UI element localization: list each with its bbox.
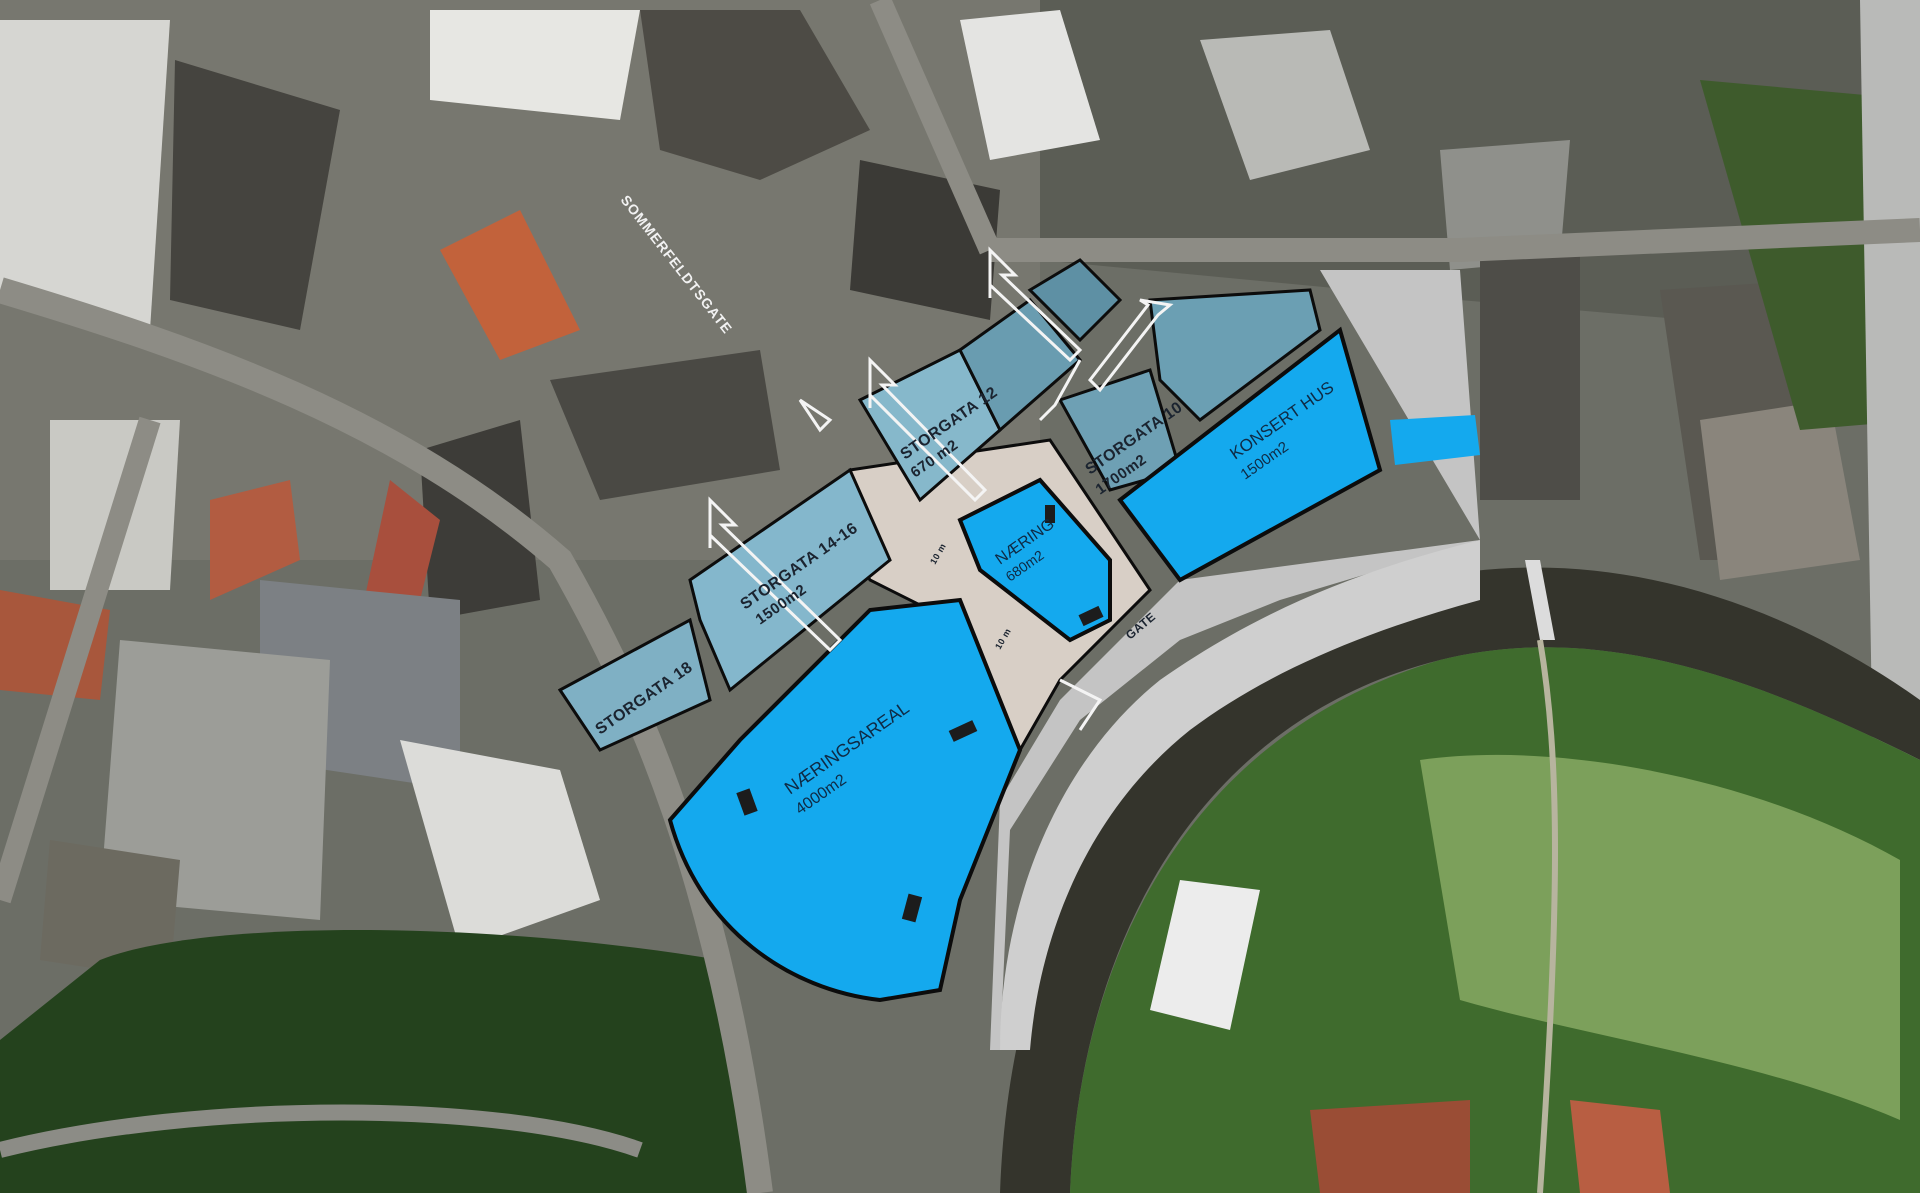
forest-sw [0, 930, 760, 1193]
building-storgata-14-16 [688, 467, 892, 693]
roof-se [1310, 1100, 1470, 1193]
footbridge [1525, 560, 1555, 640]
park-pavilion [1150, 880, 1260, 1030]
park-path [1537, 639, 1558, 1193]
area-konsert-link [1390, 415, 1480, 465]
existing-buildings [557, 258, 1322, 752]
promenade [1000, 540, 1480, 1050]
markers [736, 505, 1104, 923]
building-north-small [1027, 258, 1123, 343]
park-lawn [1420, 754, 1900, 1120]
road-sw [0, 1104, 643, 1158]
building-storgata-18 [557, 617, 712, 752]
direction-arrows [708, 246, 1174, 731]
area-naering [957, 477, 1112, 643]
river [1000, 567, 1920, 1193]
proposed-areas [667, 326, 1480, 1003]
urban-blocks [0, 0, 1040, 980]
building-storgata-10-north [1148, 288, 1322, 422]
area-konsert-hus [1117, 326, 1383, 583]
area-naeringsareal [667, 597, 1023, 1003]
roof-se-2 [1570, 1100, 1670, 1193]
site-base-grey [990, 270, 1480, 1050]
